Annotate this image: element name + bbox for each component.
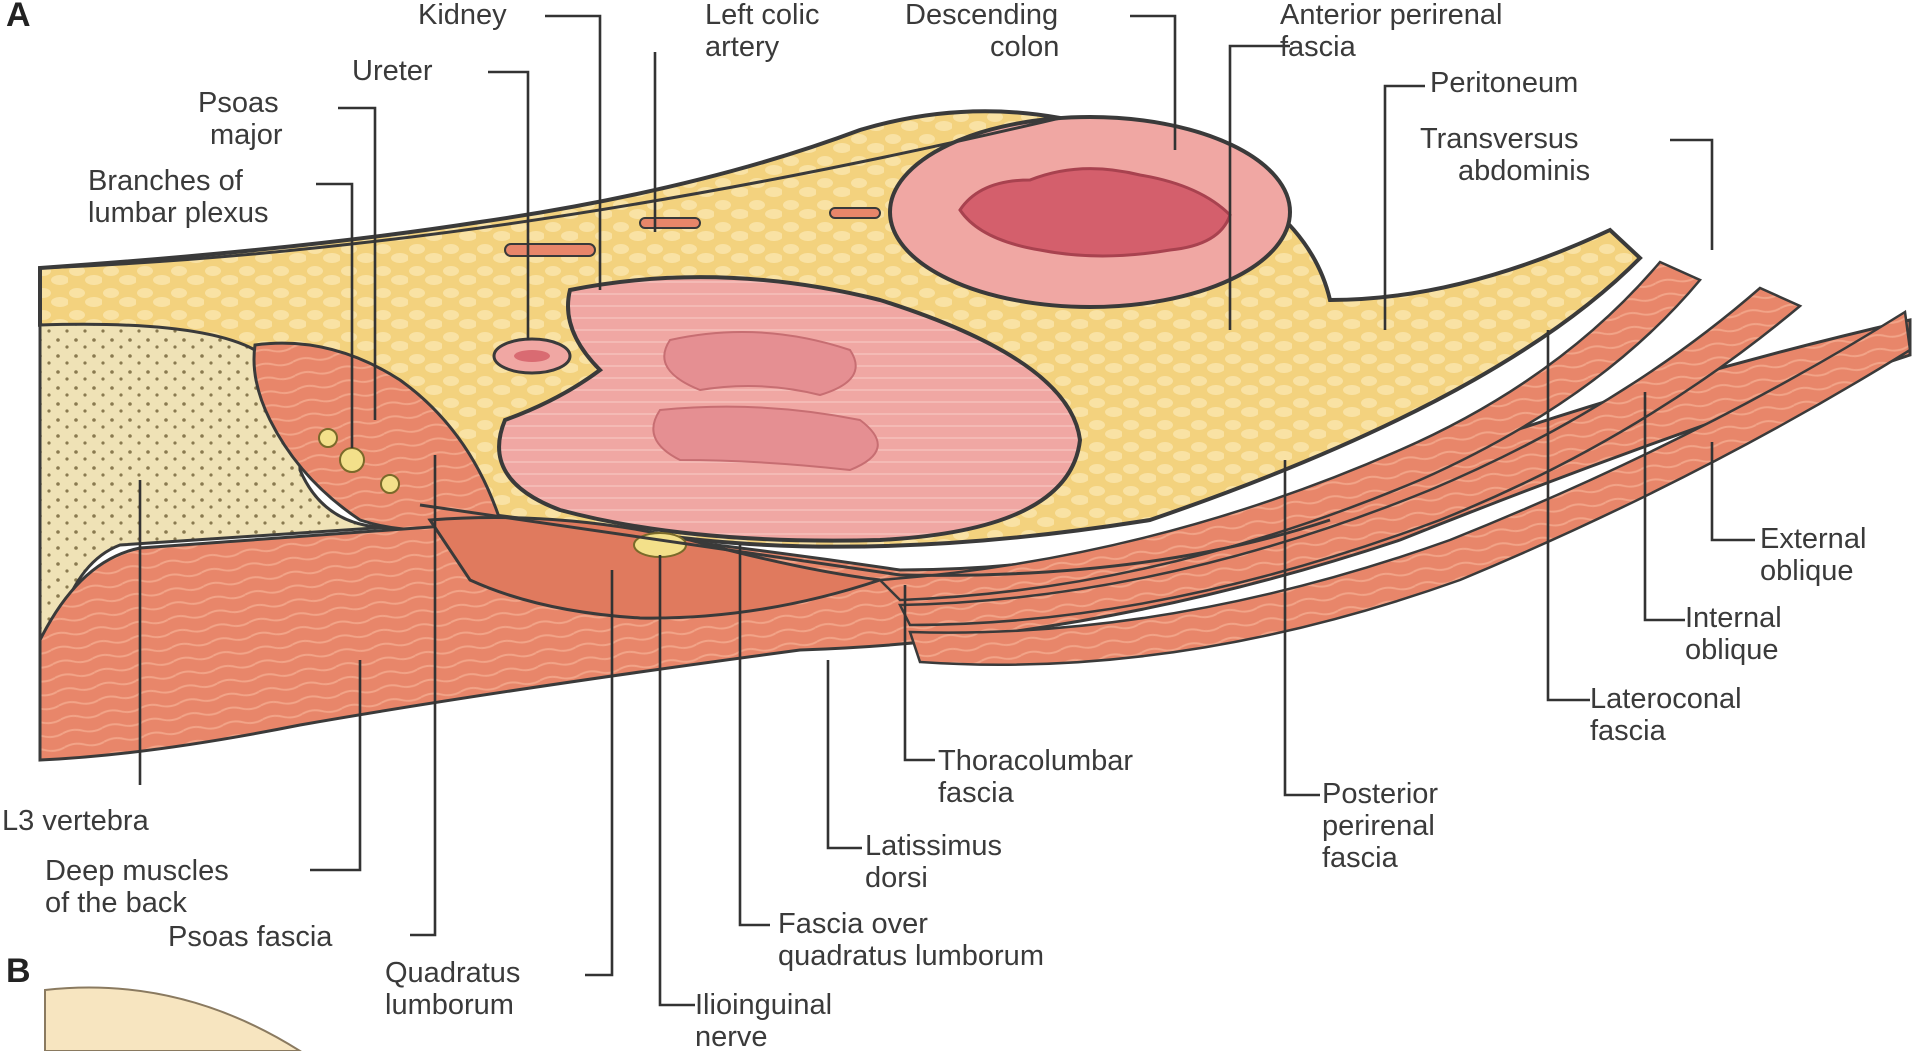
- left-colic-artery: [505, 244, 595, 256]
- lumbar-plexus-branch: [319, 429, 337, 447]
- label-latissimus-dorsi: Latissimus dorsi: [865, 830, 1010, 894]
- label-quadratus-lumborum: Quadratus lumborum: [385, 957, 528, 1021]
- panel-b-label: B: [6, 952, 31, 990]
- label-thoracolumbar-fascia: Thoracolumbar fascia: [938, 745, 1141, 809]
- label-deep-muscles-back: Deep muscles of the back: [45, 855, 237, 919]
- label-anterior-perirenal-fascia: Anterior perirenal fascia: [1280, 0, 1511, 63]
- label-descending-colon: Descending colon: [905, 0, 1066, 63]
- label-external-oblique: External oblique: [1760, 523, 1874, 587]
- label-peritoneum: Peritoneum: [1430, 67, 1578, 99]
- label-ureter: Ureter: [352, 55, 433, 87]
- label-psoas-major: Psoas major: [198, 87, 287, 151]
- label-transversus-abdominis: Transversus abdominis: [1420, 123, 1590, 187]
- label-branches-lumbar-plexus: Branches of lumbar plexus: [88, 165, 269, 229]
- label-internal-oblique: Internal oblique: [1685, 602, 1790, 666]
- label-kidney: Kidney: [418, 0, 507, 31]
- label-l3-vertebra: L3 vertebra: [2, 805, 150, 837]
- label-psoas-fascia: Psoas fascia: [168, 921, 333, 953]
- panel-b-shape: [45, 988, 300, 1051]
- label-fascia-over-quadratus: Fascia over quadratus lumborum: [778, 908, 1044, 972]
- label-ilioinguinal-nerve: Ilioinguinal nerve: [695, 989, 840, 1051]
- label-lateroconal-fascia: Lateroconal fascia: [1590, 683, 1750, 747]
- label-left-colic-artery: Left colic artery: [705, 0, 828, 63]
- label-posterior-perirenal-fascia: Posterior perirenal fascia: [1322, 778, 1446, 874]
- panel-a-label: A: [6, 0, 31, 34]
